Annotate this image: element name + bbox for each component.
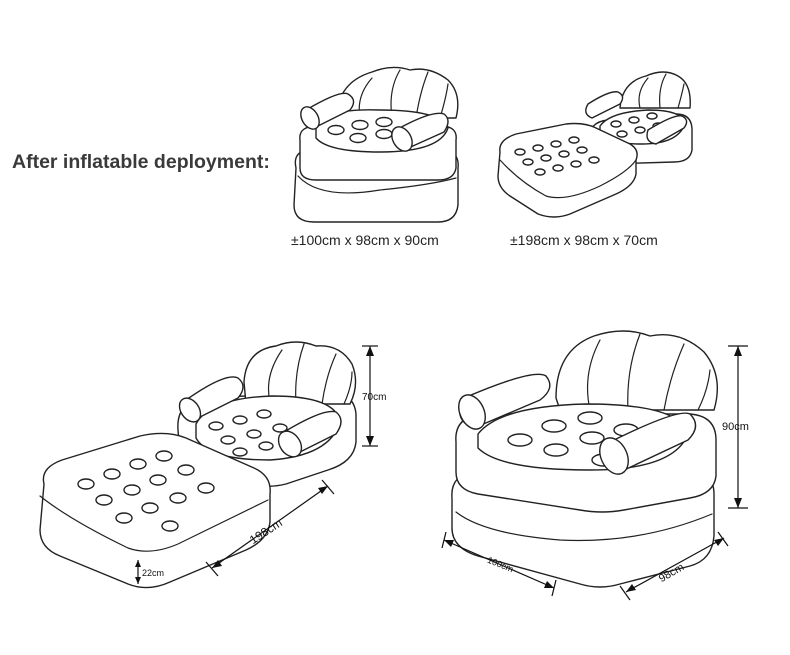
bed-height-label: 70cm: [362, 392, 386, 403]
chair-depth-dimension: [619, 531, 729, 601]
bed-dimensions-caption: ±198cm x 98cm x 70cm: [510, 232, 658, 248]
bed-chair-seat-holes: [208, 409, 288, 457]
chair-width-dimension: [441, 531, 557, 597]
chair-dimensions-caption: ±100cm x 98cm x 90cm: [291, 232, 439, 248]
bed-thickness-label: 22cm: [142, 568, 164, 578]
chair-height-label: 90cm: [722, 421, 749, 433]
bed-length-dimension: [205, 479, 335, 577]
deployment-heading: After inflatable deployment:: [12, 151, 270, 173]
bed-mattress-holes: [77, 450, 215, 532]
small-bed-mattress-holes: [514, 136, 600, 176]
bed-thickness-dimension: [135, 560, 141, 584]
bed-height-dimension: [362, 345, 378, 447]
chair-height-dimension: [728, 345, 748, 509]
